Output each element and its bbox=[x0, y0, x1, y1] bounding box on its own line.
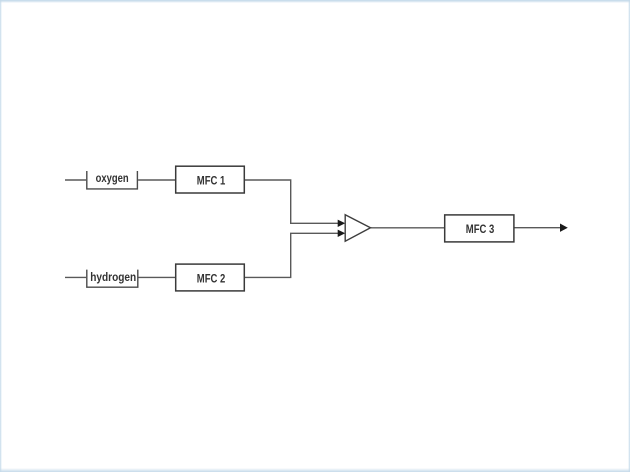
svg-text:MFC 2: MFC 2 bbox=[197, 272, 226, 286]
svg-text:oxygen: oxygen bbox=[96, 171, 129, 185]
svg-text:hydrogen: hydrogen bbox=[90, 270, 136, 284]
svg-text:MFC 3: MFC 3 bbox=[466, 222, 495, 236]
svg-text:MFC 1: MFC 1 bbox=[197, 174, 226, 188]
